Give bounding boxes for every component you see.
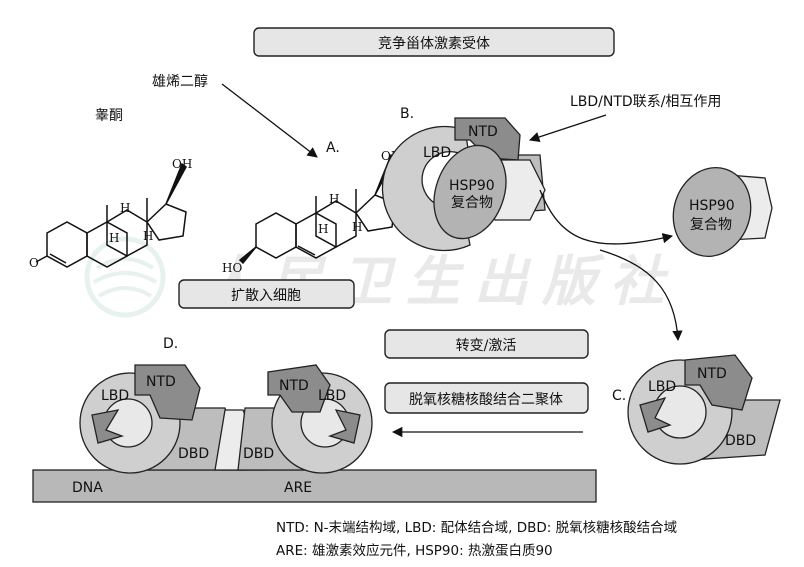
receptor-d-left-dbd-text: DBD bbox=[178, 446, 209, 462]
receptor-hsp90-complex bbox=[381, 117, 546, 252]
receptor-c-dbd-text: DBD bbox=[725, 433, 756, 449]
page-title: 竞争甾体激素受体 bbox=[378, 35, 490, 52]
receptor-d-right-ntd-text: NTD bbox=[279, 378, 309, 394]
receptor-b-ntd-text: NTD bbox=[468, 124, 498, 140]
receptor-d-right-lbd-text: LBD bbox=[318, 388, 346, 404]
activation-arrow bbox=[599, 249, 683, 342]
hsp90-released-line2: 复合物 bbox=[690, 216, 732, 233]
interaction-arrow bbox=[529, 114, 607, 143]
step-a-label: A. bbox=[326, 140, 340, 156]
publisher-watermark: 人民卫生出版社 bbox=[84, 236, 664, 318]
step-c-label: C. bbox=[612, 388, 626, 404]
step-b-label: B. bbox=[400, 106, 414, 122]
title-box: 竞争甾体激素受体 bbox=[253, 27, 615, 57]
receptor-d-right-notch bbox=[327, 409, 361, 444]
testosterone-h1: H bbox=[120, 201, 130, 215]
transform-label: 转变/激活 bbox=[456, 337, 517, 354]
testosterone-o: O bbox=[29, 256, 39, 270]
receptor-d-left-ntd bbox=[134, 364, 201, 421]
receptor-d-left-ntd-text: NTD bbox=[146, 374, 176, 390]
androstenediol-arrow bbox=[221, 83, 318, 158]
testosterone-h3: H bbox=[143, 229, 153, 243]
receptor-b-ntd bbox=[454, 117, 521, 161]
testosterone-structure bbox=[35, 162, 187, 268]
receptor-d-left-notch bbox=[91, 409, 125, 444]
dna-strand bbox=[32, 469, 597, 503]
release-arrow bbox=[539, 189, 674, 245]
testosterone-h2: H bbox=[109, 231, 119, 245]
activated-receptor-c bbox=[627, 354, 781, 465]
watermark-logo-icon bbox=[84, 236, 166, 318]
diffuse-label: 扩散入细胞 bbox=[231, 288, 301, 304]
hsp90-b-oval bbox=[433, 144, 507, 240]
androstenediol-h1: H bbox=[329, 192, 339, 206]
receptor-c-ntd-text: NTD bbox=[697, 366, 727, 382]
legend-line-2: ARE: 雄激素效应元件, HSP90: 热激蛋白质90 bbox=[276, 542, 553, 559]
receptor-c-notch bbox=[639, 396, 672, 433]
receptor-b-lbd-text: LBD bbox=[423, 145, 451, 161]
hsp90-b-line1: HSP90 bbox=[449, 178, 495, 194]
androstenediol-label: 雄烯二醇 bbox=[152, 73, 208, 90]
diffuse-box: 扩散入细胞 bbox=[178, 279, 355, 309]
receptor-dimer-d bbox=[79, 364, 373, 474]
receptor-d-right-dbd-text: DBD bbox=[243, 446, 274, 462]
interaction-label: LBD/NTD联系/相互作用 bbox=[570, 94, 721, 110]
androstenediol-ho: HO bbox=[222, 261, 242, 275]
transform-box: 转变/激活 bbox=[384, 329, 589, 359]
receptor-d-left-lbd-text: LBD bbox=[101, 388, 129, 404]
testosterone-label: 睾酮 bbox=[95, 108, 123, 124]
released-hsp90-complex bbox=[672, 166, 773, 258]
receptor-c-lbd-text: LBD bbox=[648, 379, 676, 395]
legend-line-1: NTD: N-末端结构域, LBD: 配体结合域, DBD: 脱氧核糖核酸结合域 bbox=[276, 520, 677, 536]
are-label: ARE bbox=[284, 480, 312, 496]
dimer-box: 脱氧核糖核酸结合二聚体 bbox=[384, 382, 589, 414]
hsp90-released-line1: HSP90 bbox=[689, 198, 735, 214]
receptor-c-ntd bbox=[684, 354, 753, 411]
dna-label: DNA bbox=[72, 480, 103, 496]
androstenediol-structure bbox=[238, 153, 396, 265]
receptor-d-right-ntd bbox=[267, 364, 331, 413]
hsp90-b-line2: 复合物 bbox=[451, 194, 493, 211]
androstenediol-h2: H bbox=[318, 222, 328, 236]
dimer-label: 脱氧核糖核酸结合二聚体 bbox=[409, 392, 563, 408]
testosterone-oh: OH bbox=[172, 157, 192, 171]
step-d-label: D. bbox=[163, 336, 178, 352]
androstenediol-h3: H bbox=[352, 220, 362, 234]
